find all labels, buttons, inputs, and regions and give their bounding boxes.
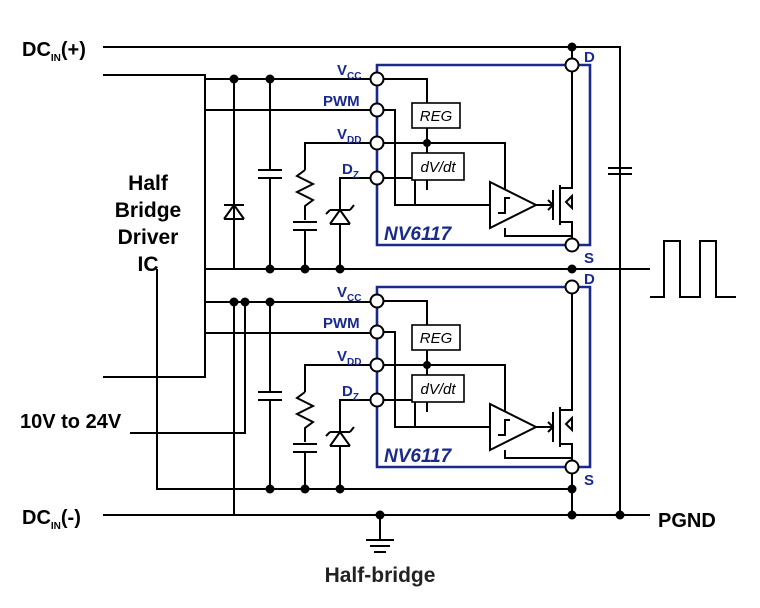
junction-dots	[229, 42, 625, 520]
pwm-pin	[369, 102, 385, 118]
fet-drain-source	[560, 72, 573, 238]
reg-label: REG	[420, 330, 453, 347]
driver-label-line4: IC	[138, 253, 159, 276]
source-pin-label: S	[584, 472, 594, 489]
pwm-pin-label: PWM	[323, 315, 360, 332]
hysteresis-icon	[498, 197, 510, 214]
buffer-ground-wire	[504, 228, 572, 237]
supply-voltage-label: 10V to 24V	[20, 411, 122, 433]
vdd-pin	[369, 357, 385, 373]
source-pin-label: S	[584, 250, 594, 267]
dcin-negative-label: DCIN(-)	[22, 507, 81, 532]
gan-fet	[536, 407, 561, 447]
reg-box	[411, 102, 461, 129]
reg-box	[411, 324, 461, 351]
pwm-internal-wire	[377, 331, 490, 428]
ic-blocks: VCCPWMVDDDZDSREGdV/dtNV6117VCCPWMVDDDZDS…	[323, 49, 595, 489]
gate-driver-buffer	[489, 180, 539, 230]
drain-pin-label: D	[584, 271, 595, 288]
reg-junction-dot	[423, 361, 431, 369]
source-pin	[564, 459, 580, 475]
vcc-pin-label: VCC	[337, 284, 361, 304]
driver-label-line1: Half	[128, 172, 169, 195]
hysteresis-icon	[498, 419, 510, 436]
high-side-stage	[205, 47, 573, 269]
fet-body-arrow	[564, 193, 573, 211]
gate-driver-buffer	[489, 402, 539, 452]
dz-pin	[369, 170, 385, 186]
dz-pin	[369, 392, 385, 408]
low-side-stage	[205, 301, 573, 515]
vcc-pin	[369, 293, 385, 309]
reg-junction-dot	[423, 139, 431, 147]
vdd-pin-label: VDD	[337, 126, 361, 146]
ic-outline	[375, 63, 592, 247]
gan-fet	[536, 185, 561, 225]
drain-pin	[564, 279, 580, 295]
ic-outline	[375, 285, 592, 469]
drain-pin-label: D	[584, 49, 595, 66]
part-number-label: NV6117	[384, 446, 453, 467]
text-labels: DCIN(+) DCIN(-) Half Bridge Driver IC 10…	[20, 39, 716, 587]
dcin-positive-label: DCIN(+)	[22, 39, 86, 64]
part-number-label: NV6117	[384, 224, 453, 245]
driver-label-line3: Driver	[118, 226, 179, 249]
dvdt-box	[411, 152, 465, 181]
gate-arrow	[547, 199, 555, 211]
dvdt-label: dV/dt	[420, 381, 456, 398]
vdd-pin	[369, 135, 385, 151]
pwm-pin-label: PWM	[323, 93, 360, 110]
vcc-pin-label: VCC	[337, 62, 361, 82]
dvdt-box	[411, 374, 465, 403]
vcc-pin	[369, 71, 385, 87]
pwm-internal-wire	[377, 109, 490, 206]
vdd-pin-label: VDD	[337, 348, 361, 368]
fet-drain-source	[560, 294, 573, 460]
buffer-ground-wire	[504, 450, 572, 459]
gate-arrow	[547, 421, 555, 433]
pwm-pin	[369, 324, 385, 340]
main-wiring	[103, 46, 736, 553]
reg-label: REG	[420, 108, 453, 125]
fet-body-arrow	[564, 415, 573, 433]
source-pin	[564, 237, 580, 253]
driver-label-line2: Bridge	[115, 199, 182, 222]
drain-pin	[564, 57, 580, 73]
dz-pin-label: DZ	[342, 383, 359, 403]
dz-pin-label: DZ	[342, 161, 359, 181]
dvdt-label: dV/dt	[420, 159, 456, 176]
caption: Half-bridge	[325, 564, 436, 587]
pgnd-label: PGND	[658, 510, 716, 532]
